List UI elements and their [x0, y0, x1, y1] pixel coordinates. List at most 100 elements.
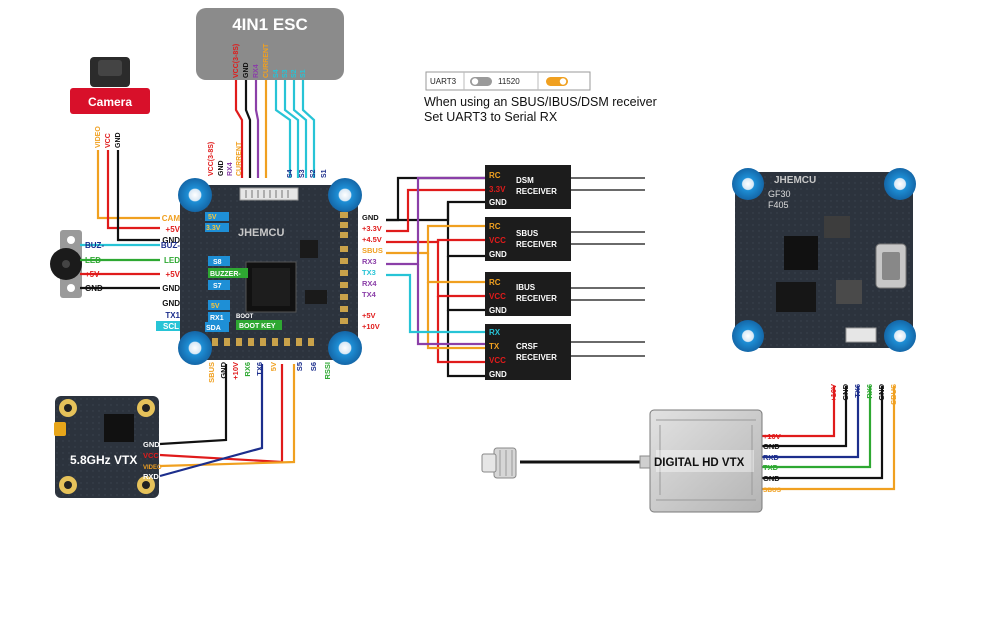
fc-left-cam: CAM	[162, 214, 181, 223]
fc-top-gnd: GND	[218, 160, 225, 176]
fc-left-tx1: TX1	[165, 311, 180, 320]
receiver-crsf: RX TX VCC GND CRSF RECEIVER	[485, 324, 571, 380]
dsm-name-1: DSM	[516, 176, 534, 185]
ibus-pin-gnd: GND	[489, 306, 507, 315]
esc-body	[196, 8, 344, 80]
fc-right-4v5: +4.5V	[362, 235, 382, 244]
fc-right-3v3: +3.3V	[362, 224, 382, 233]
sbus-pin-vcc: VCC	[489, 236, 506, 245]
gf30-mount-br	[884, 320, 916, 352]
fc-bottom-sbus: SBUS	[207, 362, 216, 383]
esc-connector	[239, 187, 299, 201]
fc-right-5v: +5V	[362, 311, 376, 320]
crsf-pin-vcc: VCC	[489, 356, 506, 365]
esc-pin-vcc: VCC(3-8S)	[233, 44, 240, 78]
fc-right-tx4: TX4	[362, 290, 377, 299]
gf30-model-1: GF30	[768, 189, 791, 199]
fc-left-plus5v-b: +5V	[166, 270, 181, 279]
fc-left-scl: SCL	[163, 322, 179, 331]
pad-sda: SDA	[206, 325, 221, 332]
ibus-name-2: RECEIVER	[516, 294, 557, 303]
camera-pin-video: VIDEO	[95, 126, 102, 148]
esc-module: 4IN1 ESC VCC(3-8S) GND RX4 CURRENT S4 S3…	[196, 8, 344, 178]
vtx-pin-vcc: VCC	[143, 451, 159, 460]
fc-left-plus5v-a: +5V	[166, 225, 181, 234]
pad-3v3: 3.3V	[206, 225, 221, 232]
uart-config-note: UART3 11520 When using an SBUS/IBUS/DSM …	[424, 71, 657, 124]
fc-bottom-s6: S6	[309, 362, 318, 371]
main-fc-board: JHEMCU 5V 3.3V S8 BUZZER- S7 5V RX1 SDA …	[178, 178, 362, 365]
fc-right-tx3: TX3	[362, 268, 376, 277]
fc-left-led: LED	[164, 256, 180, 265]
mount-hole-tl	[178, 178, 212, 212]
receiver-ibus: RC VCC GND IBUS RECEIVER	[485, 272, 571, 316]
vtx-pin-video: VIDEO	[143, 465, 162, 471]
pad-boot-key: BOOT KEY	[239, 323, 276, 330]
esc-pin-rx4: RX4	[253, 64, 260, 78]
vtx-title: 5.8GHz VTX	[70, 453, 137, 467]
fc-top-s2: S2	[310, 169, 317, 178]
pad-s7: S7	[213, 283, 222, 290]
fc-bottom-tx6: TX6	[255, 362, 264, 376]
esc-pin-s1: S1	[300, 69, 307, 78]
wire-label-led: LED	[85, 256, 101, 265]
esc-pin-gnd: GND	[243, 62, 250, 78]
sbus-pin-rc: RC	[489, 222, 501, 231]
fc-top-s3: S3	[299, 169, 306, 178]
sbus-pin-gnd: GND	[489, 250, 507, 259]
camera-pin-vcc: VCC	[105, 133, 112, 148]
pad-5v-a: 5V	[208, 214, 217, 221]
hd-pin-txd: TXD	[763, 463, 779, 472]
uart-baud: 11520	[498, 77, 520, 86]
gf30-brand: JHEMCU	[774, 175, 816, 186]
dsm-pin-rc: RC	[489, 171, 501, 180]
vtx-pin-rxd: RXD	[143, 472, 159, 481]
dsm-pin-3v3: 3.3V	[489, 185, 506, 194]
hd-pin-gnd-a: GND	[763, 442, 780, 451]
hd-pin-10v: +10V	[763, 432, 781, 441]
fc-left-gnd-b: GND	[162, 284, 180, 293]
ibus-pin-vcc: VCC	[489, 292, 506, 301]
vtx-pin-gnd: GND	[143, 440, 160, 449]
fc-bottom-5v: 5V	[269, 362, 278, 371]
fc-bottom-rx6: RX6	[243, 362, 252, 377]
wire-label-buz: BUZ-	[85, 241, 104, 250]
fc-right-gnd: GND	[362, 213, 379, 222]
gf30-mount-bl	[732, 320, 764, 352]
camera-body	[70, 88, 150, 114]
fc-left-gnd-c: GND	[162, 299, 180, 308]
esc-pin-s4: S4	[273, 69, 280, 78]
esc-pin-s3: S3	[282, 69, 289, 78]
camera-pin-gnd: GND	[115, 132, 122, 148]
pad-5v-b: 5V	[211, 303, 220, 310]
analog-vtx: 5.8GHz VTX GND VCC VIDEO RXD	[54, 396, 162, 498]
crsf-name-2: RECEIVER	[516, 353, 557, 362]
hd-vtx-title: DIGITAL HD VTX	[654, 457, 745, 469]
gf30-mount-tl	[732, 168, 764, 200]
dsm-pin-gnd: GND	[489, 198, 507, 207]
esc-pin-current: CURRENT	[263, 43, 270, 78]
hd-antenna	[481, 447, 651, 479]
fc-bottom-10v: +10V	[231, 362, 240, 380]
hd-pin-sbus: SBUS	[763, 487, 782, 494]
fc-right-rx3: RX3	[362, 257, 377, 266]
fc-left-buz: BUZ-	[161, 241, 180, 250]
fc-right-rx4: RX4	[362, 279, 377, 288]
hd-pin-gnd-b: GND	[763, 474, 780, 483]
buzzer-led	[50, 230, 82, 298]
fc-top-current: CURRENT	[236, 141, 243, 176]
fc-top-vcc: VCC(3-8S)	[208, 142, 215, 176]
gf30-mount-tr	[884, 168, 916, 200]
crsf-pin-gnd: GND	[489, 370, 507, 379]
fc-bottom-rssi: RSSI	[323, 362, 332, 380]
wire-label-5v: +5V	[85, 270, 100, 279]
mount-hole-bl	[178, 331, 212, 365]
gf30-fc-board: JHEMCU GF30 F405	[732, 168, 916, 352]
mount-hole-tr	[328, 178, 362, 212]
ibus-name-1: IBUS	[516, 283, 536, 292]
receiver-dsm: RC 3.3V GND DSM RECEIVER	[485, 165, 571, 209]
sbus-name-2: RECEIVER	[516, 240, 557, 249]
esc-title: 4IN1 ESC	[232, 15, 308, 34]
fc-brand: JHEMCU	[238, 227, 285, 239]
